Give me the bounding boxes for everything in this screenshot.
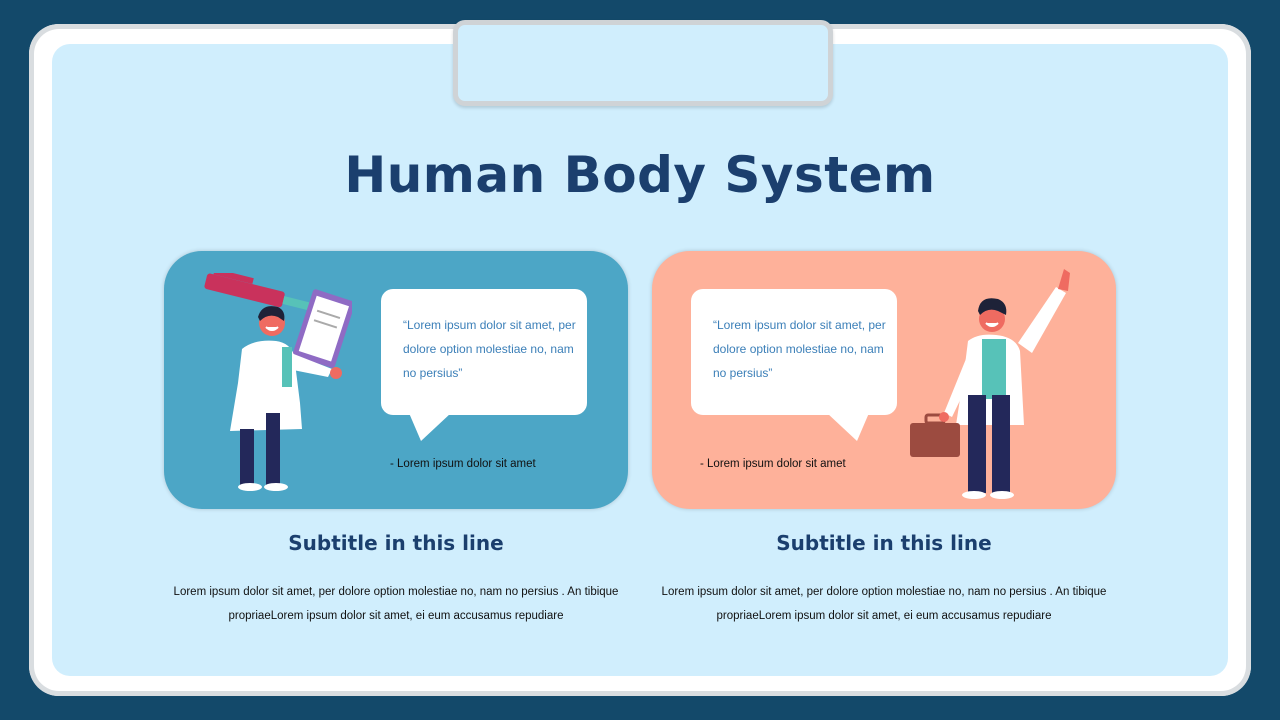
doctor-with-clipboard-icon — [204, 273, 352, 491]
speech-bubble-tail — [409, 413, 451, 441]
body-text-1: Lorem ipsum dolor sit amet, per dolore o… — [173, 586, 619, 622]
quote-text: “Lorem ipsum dolor sit amet, per dolore … — [403, 318, 576, 380]
subtitle-2: Subtitle in this line — [776, 531, 992, 555]
speech-bubble: “Lorem ipsum dolor sit amet, per dolore … — [381, 289, 587, 441]
doctor-with-briefcase-icon — [910, 269, 1070, 499]
speech-bubble: “Lorem ipsum dolor sit amet, per dolore … — [691, 289, 897, 441]
subtitle-1: Subtitle in this line — [288, 531, 504, 555]
speech-bubble-tail — [827, 413, 869, 441]
quote-text: “Lorem ipsum dolor sit amet, per dolore … — [713, 318, 886, 380]
clipboard-clip — [453, 20, 833, 106]
testimonial-card-2: “Lorem ipsum dolor sit amet, per dolore … — [652, 251, 1116, 509]
page-title: Human Body System — [344, 146, 936, 204]
testimonial-card-1: “Lorem ipsum dolor sit amet, per dolore … — [164, 251, 628, 509]
quote-author: - Lorem ipsum dolor sit amet — [700, 458, 846, 470]
body-text-2: Lorem ipsum dolor sit amet, per dolore o… — [661, 586, 1107, 622]
quote-author: - Lorem ipsum dolor sit amet — [390, 458, 536, 470]
